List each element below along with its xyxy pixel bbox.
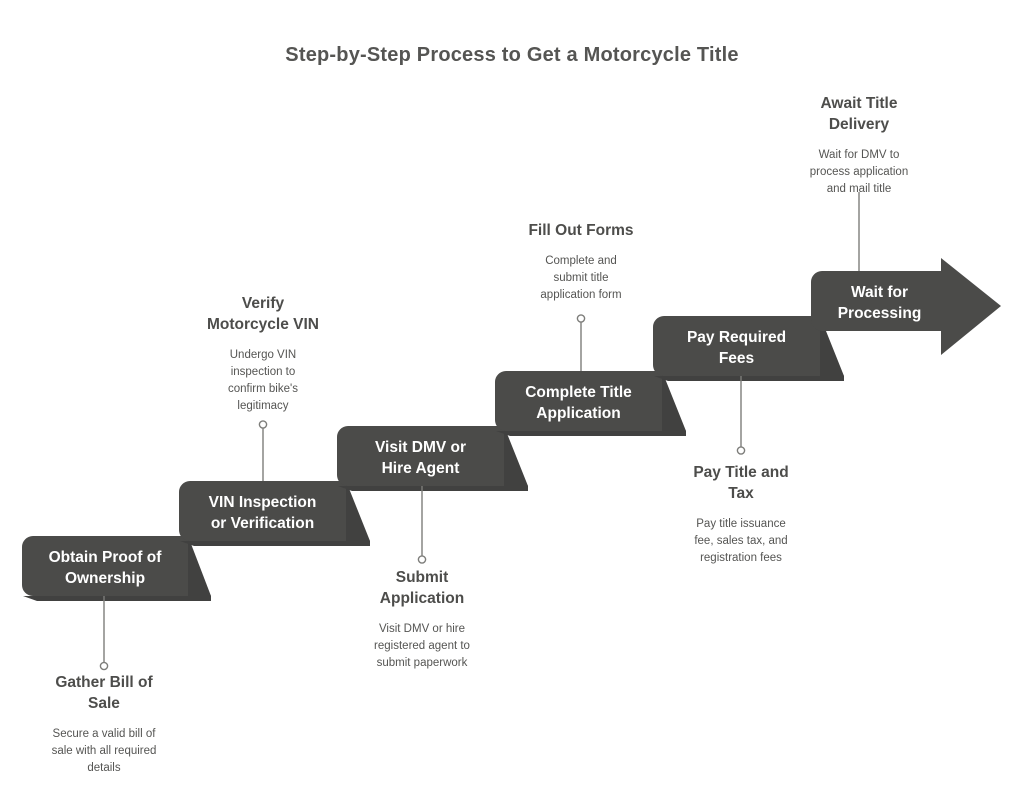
step-block-label-1: Obtain Proof of Ownership [48, 549, 162, 587]
callout-desc-6: Wait for DMV to process application and … [809, 148, 909, 195]
callout-desc-5: Pay title issuance fee, sales tax, and r… [694, 517, 788, 564]
callout-3: Submit Application Visit DMV or hire reg… [332, 568, 512, 672]
callout-title-1: Gather Bill of Sale [55, 674, 153, 712]
step-block-label-4: Complete Title Application [525, 384, 632, 422]
callout-title-6: Await Title Delivery [820, 95, 898, 133]
step-fold-1 [188, 536, 211, 596]
callout-2: Verify Motorcycle VIN Undergo VIN inspec… [173, 294, 353, 415]
connector-1 [99, 596, 109, 671]
step-block-label-3: Visit DMV or Hire Agent [374, 439, 466, 477]
page-title: Step-by-Step Process to Get a Motorcycle… [285, 44, 739, 66]
callout-title-4: Fill Out Forms [528, 222, 634, 239]
callout-4: Fill Out Forms Complete and submit title… [491, 221, 671, 304]
callout-1: Gather Bill of Sale Secure a valid bill … [14, 673, 194, 777]
connector-2 [258, 420, 268, 481]
callout-desc-2: Undergo VIN inspection to confirm bike's… [228, 348, 298, 412]
callout-title-5: Pay Title and Tax [693, 464, 789, 502]
callout-title-3: Submit Application [379, 569, 465, 607]
callout-title-2: Verify Motorcycle VIN [207, 295, 319, 333]
callout-6: Await Title Delivery Wait for DMV to pro… [769, 94, 949, 198]
step-block-label-6: Wait for Processing [837, 284, 922, 322]
callout-desc-4: Complete and submit title application fo… [540, 254, 622, 301]
step-block-label-2: VIN Inspection or Verification [208, 494, 317, 532]
connector-3 [417, 486, 427, 564]
callout-desc-1: Secure a valid bill of sale with all req… [51, 727, 157, 774]
step-block-label-5: Pay Required Fees [686, 329, 787, 367]
connector-4 [576, 314, 586, 371]
callout-5: Pay Title and Tax Pay title issuance fee… [651, 463, 831, 567]
callout-desc-3: Visit DMV or hire registered agent to su… [374, 622, 470, 669]
connector-5 [736, 376, 746, 455]
